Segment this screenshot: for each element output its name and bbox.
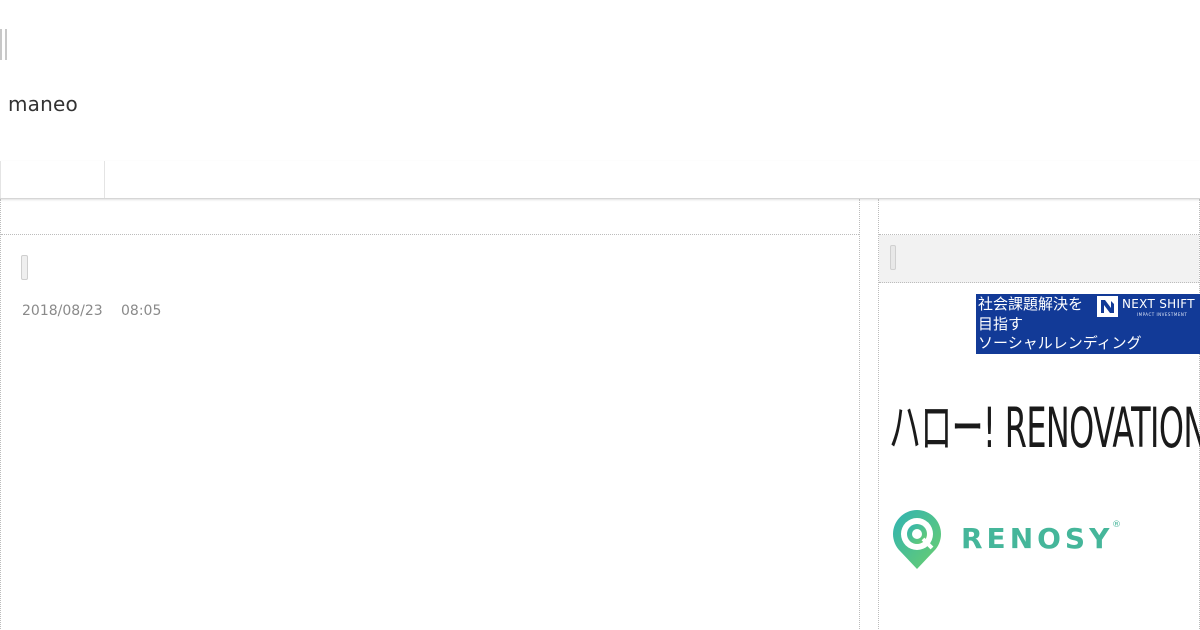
nextshift-banner[interactable]: 社会課題解決を 目指す ソーシャルレンディング NEXT SHIFT IMPAC…: [976, 294, 1200, 354]
nextshift-banner-line: ソーシャルレンディング: [978, 334, 1142, 352]
nextshift-logo-sub: IMPACT INVESTMENT: [1137, 312, 1188, 317]
nextshift-logo-icon: [1097, 296, 1118, 317]
nav-tab[interactable]: [0, 161, 105, 198]
sidebar-widget-header: [879, 235, 1199, 283]
main-column-header: [1, 199, 859, 235]
renovation-banner[interactable]: ハロー! RENOVATION: [889, 397, 1200, 461]
nextshift-logo: NEXT SHIFT IMPACT INVESTMENT: [1097, 296, 1200, 318]
renosy-logo-text: RENOSY: [961, 522, 1114, 555]
article-title-marker: [21, 255, 28, 280]
main-column: 2018/08/23 08:05: [0, 199, 860, 630]
global-nav: [0, 161, 1200, 199]
sidebar: 社会課題解決を 目指す ソーシャルレンディング NEXT SHIFT IMPAC…: [878, 199, 1200, 630]
nextshift-banner-line: 社会課題解決を: [978, 295, 1084, 313]
renosy-registered-mark: ®: [1112, 520, 1121, 530]
top-edge-marker: [0, 29, 8, 60]
renosy-pin-icon: [893, 510, 941, 569]
sidebar-widget-marker: [890, 245, 896, 270]
article-time: 08:05: [121, 303, 162, 319]
site-title[interactable]: maneo: [8, 92, 78, 116]
top-edge-marker-bar: [0, 29, 2, 60]
renosy-banner[interactable]: RENOSY ®: [891, 507, 1131, 573]
sidebar-header: [879, 199, 1199, 235]
top-edge-marker-bar: [5, 29, 7, 60]
nextshift-logo-name: NEXT SHIFT: [1122, 297, 1195, 311]
nextshift-banner-line: 目指す: [978, 315, 1024, 333]
renovation-logo-text: ハロー! RENOVATION: [889, 396, 1200, 460]
article-date: 2018/08/23: [22, 303, 103, 319]
